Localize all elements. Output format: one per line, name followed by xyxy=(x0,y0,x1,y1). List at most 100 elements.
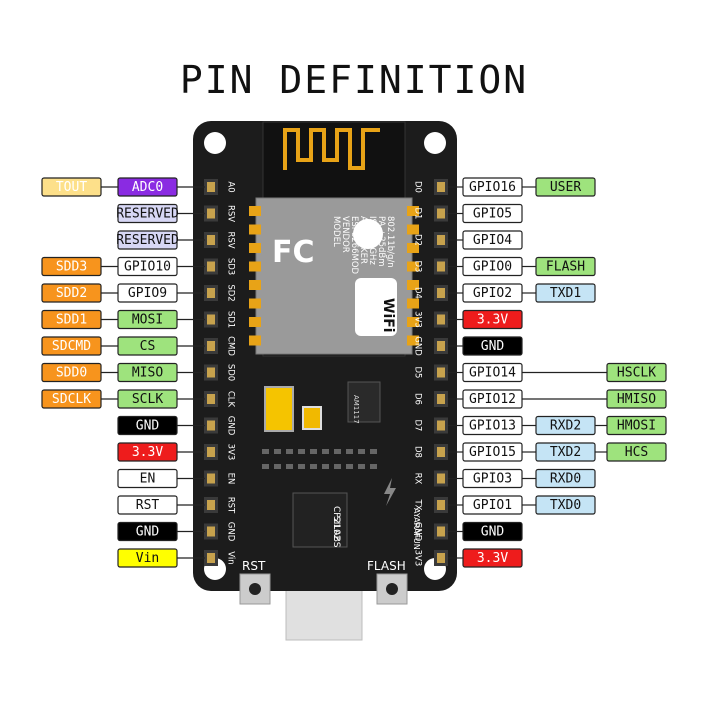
left-pin-label-text: 3.3V xyxy=(132,445,163,460)
flash-button-cap[interactable] xyxy=(386,583,398,595)
left-pin-label xyxy=(117,203,178,224)
silk-label: RSV xyxy=(226,205,236,222)
left-pin-alt-label-text: SDD0 xyxy=(56,366,87,381)
left-pin-label xyxy=(117,362,178,383)
left-pin-alt-label-text: SDD1 xyxy=(56,313,87,328)
left-pin-alt-label-text: SDD3 xyxy=(56,260,87,275)
left-pin-label xyxy=(117,389,178,409)
module-pad xyxy=(407,280,419,290)
smd-part xyxy=(322,464,329,469)
header-pin-pad xyxy=(207,447,215,457)
right-pin-label xyxy=(462,521,523,542)
left-pin-label-text: EN xyxy=(140,472,156,487)
header-pin-pad xyxy=(437,526,445,537)
right-pin-label xyxy=(462,442,523,462)
silk-label: GND xyxy=(226,522,236,542)
right-pin-alt-label xyxy=(535,495,596,515)
header-pin-pad xyxy=(207,553,215,563)
silk-label: 3V3 xyxy=(226,444,236,461)
wifi-logo-icon xyxy=(355,278,397,336)
right-pin-label-text: GPIO12 xyxy=(469,392,516,407)
module-pad xyxy=(249,206,261,216)
smd-part xyxy=(262,449,269,454)
header-pin-pad xyxy=(207,394,215,404)
left-pin-label xyxy=(117,468,178,489)
left-pin-label-text: RST xyxy=(136,498,160,513)
left-pin-label xyxy=(117,521,178,542)
led-yellow xyxy=(264,386,294,432)
capacitor-tan xyxy=(302,406,322,430)
left-pin-alt-label xyxy=(41,283,102,303)
left-pin-label xyxy=(117,230,178,250)
right-pin-alt-label-text: RXD0 xyxy=(550,472,581,487)
silk-label: D5 xyxy=(413,367,423,379)
header-pin-pad xyxy=(207,473,215,484)
left-pin-alt-label-text: TOUT xyxy=(56,180,87,195)
right-pin-label-text: GPIO4 xyxy=(473,233,512,248)
regulator-label: AM1117 xyxy=(352,395,360,424)
smd-part xyxy=(370,449,377,454)
header-pin-pad xyxy=(437,182,445,192)
module-pad xyxy=(407,243,419,253)
right-pin-alt-label-text: HMOSI xyxy=(617,419,656,434)
right-pin-alt-label-text: USER xyxy=(550,180,581,195)
silk-label: SD1 xyxy=(226,311,236,328)
silk-label: CLK xyxy=(226,391,236,408)
left-pin-alt-label xyxy=(41,177,102,197)
usb-uart-chip xyxy=(292,492,348,548)
left-pin-label-text: RESERVED xyxy=(116,233,179,248)
module-pad xyxy=(249,224,261,235)
silk-label: D0 xyxy=(413,181,423,193)
silk-label: Vin xyxy=(226,551,236,564)
mount-hole-tr xyxy=(424,132,446,154)
right-pin-label xyxy=(462,177,523,197)
header-pin-pad xyxy=(437,367,445,378)
silk-label: D2 xyxy=(413,234,423,246)
usb-chip-line-1: SILABS xyxy=(331,516,341,548)
smd-part xyxy=(346,464,353,469)
module-pad xyxy=(249,261,261,272)
module-marking: FCMODELVENDORESP8266MODAI-THINKERISM 2.4… xyxy=(272,216,397,336)
flash-button-label: FLASH xyxy=(367,559,406,573)
silk-label: 3V3 xyxy=(413,550,423,567)
right-pin-label xyxy=(462,415,523,436)
regulator-chip xyxy=(347,381,381,423)
left-pin-label-text: SCLK xyxy=(132,392,163,407)
right-pin-label xyxy=(462,548,523,568)
smd-part xyxy=(274,449,281,454)
module-pad xyxy=(407,317,419,327)
right-pin-alt-label xyxy=(535,283,596,303)
header-pin-pad xyxy=(207,288,215,298)
right-pin-label xyxy=(462,203,523,224)
left-pin-label-text: Vin xyxy=(136,551,159,566)
right-pin-label xyxy=(462,468,523,489)
smd-part xyxy=(286,449,293,454)
module-pad xyxy=(407,224,419,235)
right-pin-label-text: GPIO16 xyxy=(469,180,516,195)
rst-button-cap[interactable] xyxy=(249,583,261,595)
right-pin-label-text: GPIO0 xyxy=(473,260,512,275)
module-pad xyxy=(407,335,419,346)
silk-label: D6 xyxy=(413,393,423,405)
right-pin-label xyxy=(462,495,523,515)
left-pin-label xyxy=(117,283,178,303)
silk-label: GND xyxy=(226,416,236,436)
module-pad xyxy=(407,261,419,272)
left-pin-label-text: MOSI xyxy=(132,313,163,328)
header-pin-pad xyxy=(437,447,445,457)
right-pin-label-text: GPIO14 xyxy=(469,366,516,381)
silk-label: A0 xyxy=(226,181,236,192)
header-pin-pad xyxy=(437,553,445,563)
left-pin-label-text: CS xyxy=(140,339,156,354)
right-pin-alt-label xyxy=(535,256,596,277)
left-pin-alt-label xyxy=(41,256,102,277)
smd-part xyxy=(310,449,317,454)
silk-label: GND xyxy=(413,336,423,356)
vendor-logo-icon xyxy=(353,219,383,249)
right-pin-label xyxy=(462,362,523,383)
left-pin-label xyxy=(117,442,178,462)
left-pin-alt-label-text: SDD2 xyxy=(56,286,87,301)
module-pad xyxy=(249,243,261,253)
left-pin-alt-label xyxy=(41,336,102,356)
module-line: VENDOR xyxy=(340,216,350,253)
